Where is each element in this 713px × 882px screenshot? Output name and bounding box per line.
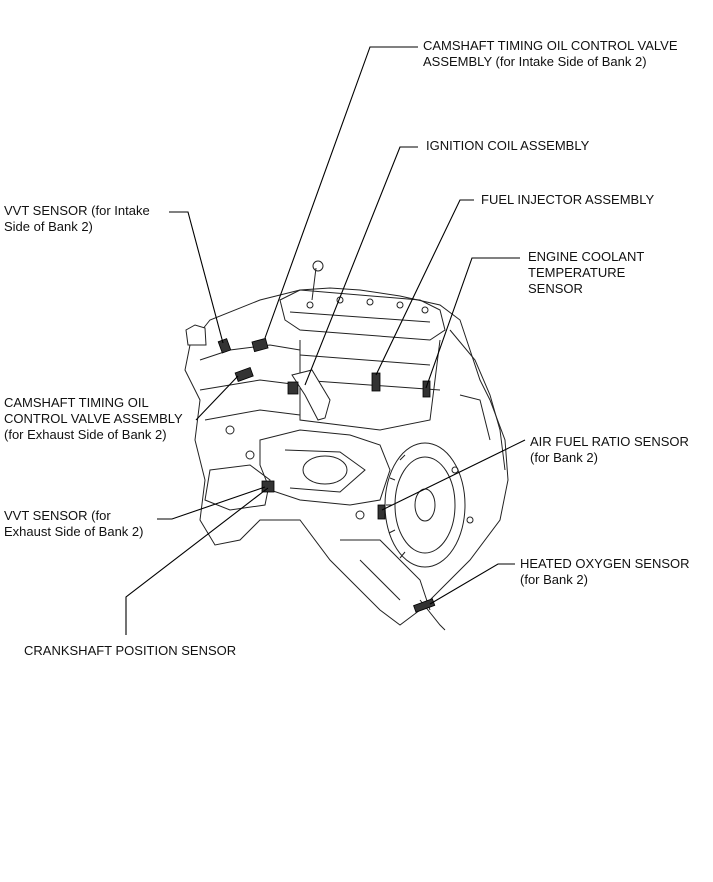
label-line: Side of Bank 2) (4, 219, 93, 234)
label-vvt-exhaust: VVT SENSOR (for Exhaust Side of Bank 2) (4, 508, 143, 540)
component-parts (217, 337, 436, 613)
engine-block-drawing (184, 260, 509, 631)
label-line: ENGINE COOLANT (528, 249, 645, 264)
label-line: Exhaust Side of Bank 2) (4, 524, 144, 539)
label-ignition-coil: IGNITION COIL ASSEMBLY (426, 138, 589, 154)
label-heated-oxygen-sensor: HEATED OXYGEN SENSOR (for Bank 2) (520, 556, 690, 588)
label-line: (for Bank 2) (530, 450, 598, 465)
label-line: CONTROL VALVE ASSEMBLY (4, 411, 183, 426)
leader-lines (125, 46, 526, 635)
label-line: FUEL INJECTOR ASSEMBLY (481, 192, 655, 207)
label-line: HEATED OXYGEN SENSOR (520, 556, 690, 571)
label-line: CRANKSHAFT POSITION SENSOR (24, 643, 237, 658)
label-crankshaft-position-sensor: CRANKSHAFT POSITION SENSOR (24, 643, 236, 659)
label-vvt-intake: VVT SENSOR (for Intake Side of Bank 2) (4, 203, 150, 235)
label-camshaft-timing-intake: CAMSHAFT TIMING OIL CONTROL VALVE ASSEMB… (423, 38, 678, 70)
label-line: TEMPERATURE (528, 265, 626, 280)
label-line: SENSOR (528, 281, 583, 296)
label-fuel-injector: FUEL INJECTOR ASSEMBLY (481, 192, 654, 208)
label-line: (for Exhaust Side of Bank 2) (4, 427, 167, 442)
label-coolant-sensor: ENGINE COOLANT TEMPERATURE SENSOR (528, 249, 644, 297)
label-line: (for Bank 2) (520, 572, 588, 587)
label-line: CAMSHAFT TIMING OIL CONTROL VALVE (423, 38, 678, 53)
label-line: VVT SENSOR (for (4, 508, 111, 523)
label-camshaft-timing-exhaust: CAMSHAFT TIMING OIL CONTROL VALVE ASSEMB… (4, 395, 183, 443)
label-line: VVT SENSOR (for Intake (4, 203, 150, 218)
label-air-fuel-ratio-sensor: AIR FUEL RATIO SENSOR (for Bank 2) (530, 434, 689, 466)
label-line: AIR FUEL RATIO SENSOR (530, 434, 689, 449)
label-line: IGNITION COIL ASSEMBLY (426, 138, 590, 153)
label-line: ASSEMBLY (for Intake Side of Bank 2) (423, 54, 647, 69)
label-line: CAMSHAFT TIMING OIL (4, 395, 149, 410)
